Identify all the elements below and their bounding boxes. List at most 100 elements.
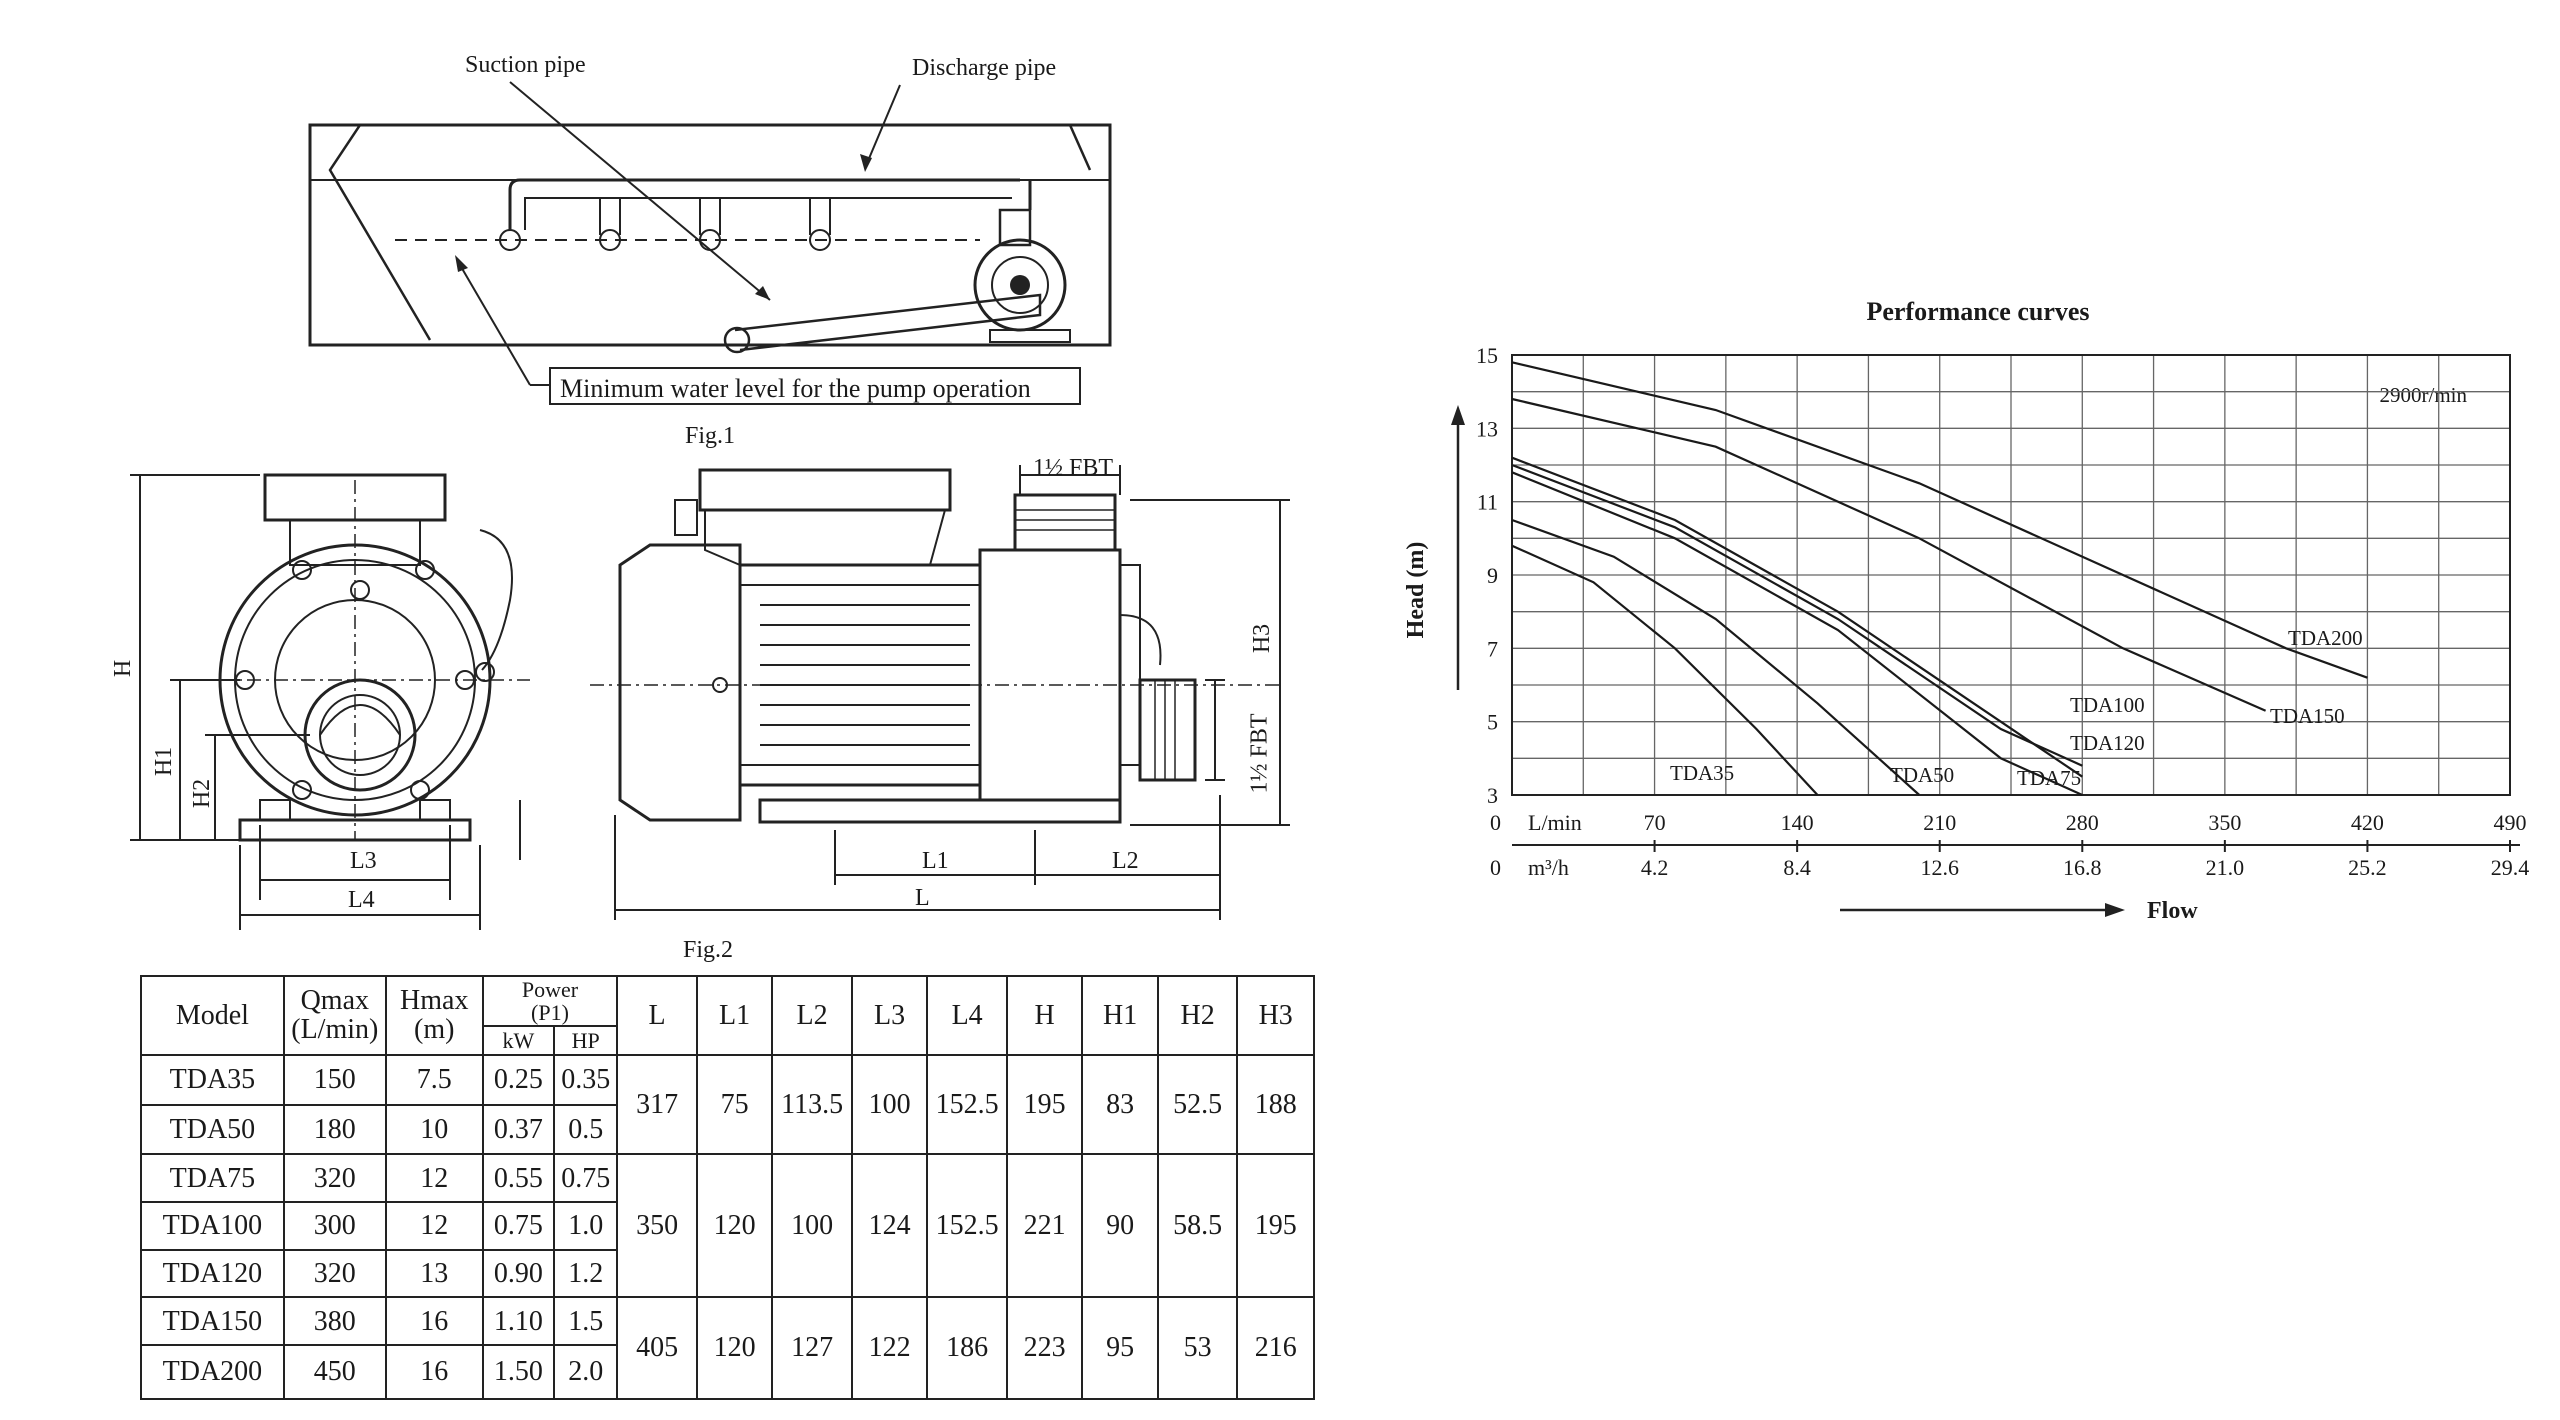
x2-tick-label: 8.4 (1783, 855, 1811, 880)
cell-dim: 100 (771, 1153, 853, 1299)
cell-dim: 90 (1081, 1153, 1159, 1299)
cell-dim: 127 (771, 1296, 853, 1400)
plot-frame (1511, 354, 2511, 796)
discharge-pipe-label: Discharge pipe (912, 55, 1057, 81)
cell-model: TDA150 (140, 1296, 285, 1347)
header-hmax-label: Hmax (400, 985, 469, 1017)
cell-dim: 53 (1156, 1296, 1239, 1400)
header-hmax-unit: (m) (414, 1014, 455, 1046)
cell-dim: 221 (1005, 1153, 1084, 1299)
curve-label-tda35: TDA35 (1670, 761, 1734, 785)
header-model: Model (140, 975, 285, 1056)
dim-label-L3: L3 (350, 848, 377, 874)
header-dim: L3 (850, 975, 929, 1056)
cell-dim: 188 (1236, 1053, 1315, 1156)
table-row: TDA100 300 12 0.75 1.0 (140, 1201, 1314, 1251)
x-tick-label: 140 (1781, 810, 1814, 835)
cell-model: TDA35 (140, 1053, 285, 1106)
y-tick-label: 9 (1487, 563, 1498, 588)
table-row: TDA200 450 16 1.50 2.0 (140, 1344, 1314, 1400)
table-row: TDA150 380 16 1.10 1.5 405 120 127 122 1… (140, 1296, 1315, 1400)
cell-hp: 0.5 (553, 1103, 619, 1156)
curve-tda50 (1511, 518, 1921, 796)
cell-hp: 2.0 (553, 1344, 619, 1400)
cell-dim: 195 (1005, 1053, 1084, 1156)
dim-label-fbt-top: 1½ FBT (1033, 455, 1114, 481)
x-tick-label: 210 (1923, 810, 1956, 835)
curve-label-tda150: TDA150 (2270, 704, 2345, 728)
cell-dim: 152.5 (926, 1153, 1008, 1299)
cell-dim: 83 (1081, 1053, 1159, 1156)
x-tick-label: 490 (2494, 810, 2527, 835)
header-dim: L2 (771, 975, 853, 1056)
dim-label-H: H (110, 659, 137, 678)
y-tick-label: 5 (1487, 710, 1498, 735)
fig2-side-view (590, 465, 1290, 920)
chart-grid (1511, 354, 2511, 796)
y-tick-label: 3 (1487, 783, 1498, 808)
table-row: TDA35 150 7.5 0.25 0.35 317 75 113.5 100… (140, 1053, 1315, 1156)
header-dim: H1 (1081, 975, 1159, 1056)
cell-dim: 317 (616, 1053, 698, 1156)
header-qmax-unit: (L/min) (291, 1014, 379, 1046)
cell-qmax: 450 (282, 1344, 387, 1400)
header-qmax: Qmax(L/min) (282, 975, 387, 1056)
header-kw: kW (481, 1024, 556, 1056)
cell-kw: 0.75 (481, 1201, 556, 1251)
header-power-sub: (P1) (531, 999, 569, 1025)
dim-label-L: L (915, 885, 930, 911)
cell-dim: 152.5 (926, 1053, 1008, 1156)
cell-qmax: 300 (282, 1201, 387, 1251)
curve-tda35 (1511, 544, 1819, 796)
header-dim: H2 (1156, 975, 1239, 1056)
chart-title: Performance curves (1866, 297, 2089, 326)
cell-dim: 195 (1236, 1153, 1315, 1299)
cell-dim: 58.5 (1156, 1153, 1239, 1299)
curve-tda75 (1511, 471, 2083, 797)
performance-chart: Performance curves Head (m) 2900r/min TD… (1403, 297, 2529, 924)
cell-dim: 122 (850, 1296, 929, 1400)
cell-dim: 120 (695, 1296, 774, 1400)
cell-dim: 216 (1236, 1296, 1315, 1400)
spec-table: Model Qmax(L/min) Hmax(m) Power(P1) L L1… (140, 975, 1315, 1400)
cell-dim: 350 (616, 1153, 698, 1299)
cell-hmax: 12 (384, 1201, 484, 1251)
cell-kw: 0.90 (481, 1248, 556, 1299)
cell-hp: 1.2 (553, 1248, 619, 1299)
x2-tick-label: 16.8 (2063, 855, 2102, 880)
cell-model: TDA75 (140, 1153, 285, 1204)
x-tick-label: 420 (2351, 810, 2384, 835)
cell-kw: 1.50 (481, 1344, 556, 1400)
header-dim: H (1005, 975, 1084, 1056)
x2-tick-label: 29.4 (2491, 855, 2530, 880)
cell-hmax: 16 (384, 1344, 484, 1400)
y-tick-label: 13 (1476, 416, 1498, 441)
cell-model: TDA50 (140, 1103, 285, 1156)
x-axis-arrowhead (2105, 903, 2125, 917)
table-row: TDA120 320 13 0.90 1.2 (140, 1248, 1314, 1299)
fig2-front-view (130, 473, 530, 930)
cell-dim: 75 (695, 1053, 774, 1156)
x2-tick-label: 21.0 (2206, 855, 2245, 880)
cell-hmax: 16 (384, 1296, 484, 1347)
cell-kw: 1.10 (481, 1296, 556, 1347)
header-power: Power(P1) (481, 975, 619, 1027)
cell-model: TDA200 (140, 1344, 285, 1400)
dim-label-H3: H3 (1249, 623, 1276, 654)
cell-hmax: 12 (384, 1153, 484, 1204)
curve-tda100 (1511, 463, 2083, 767)
curve-label-tda50: TDA50 (1890, 763, 1954, 787)
fig1-caption: Fig.1 (685, 423, 736, 449)
dim-label-L2: L2 (1112, 848, 1139, 874)
y-tick-label: 11 (1477, 490, 1498, 515)
chart-ylabel: Head (m) (1403, 542, 1429, 639)
cell-dim: 52.5 (1156, 1053, 1239, 1156)
dim-label-H2: H2 (189, 778, 216, 809)
dim-label-L4: L4 (348, 887, 375, 913)
cell-dim: 124 (850, 1153, 929, 1299)
cell-dim: 223 (1005, 1296, 1084, 1400)
curve-label-tda120: TDA120 (2070, 731, 2145, 755)
x-tick-label: 350 (2208, 810, 2241, 835)
cell-hmax: 13 (384, 1248, 484, 1299)
